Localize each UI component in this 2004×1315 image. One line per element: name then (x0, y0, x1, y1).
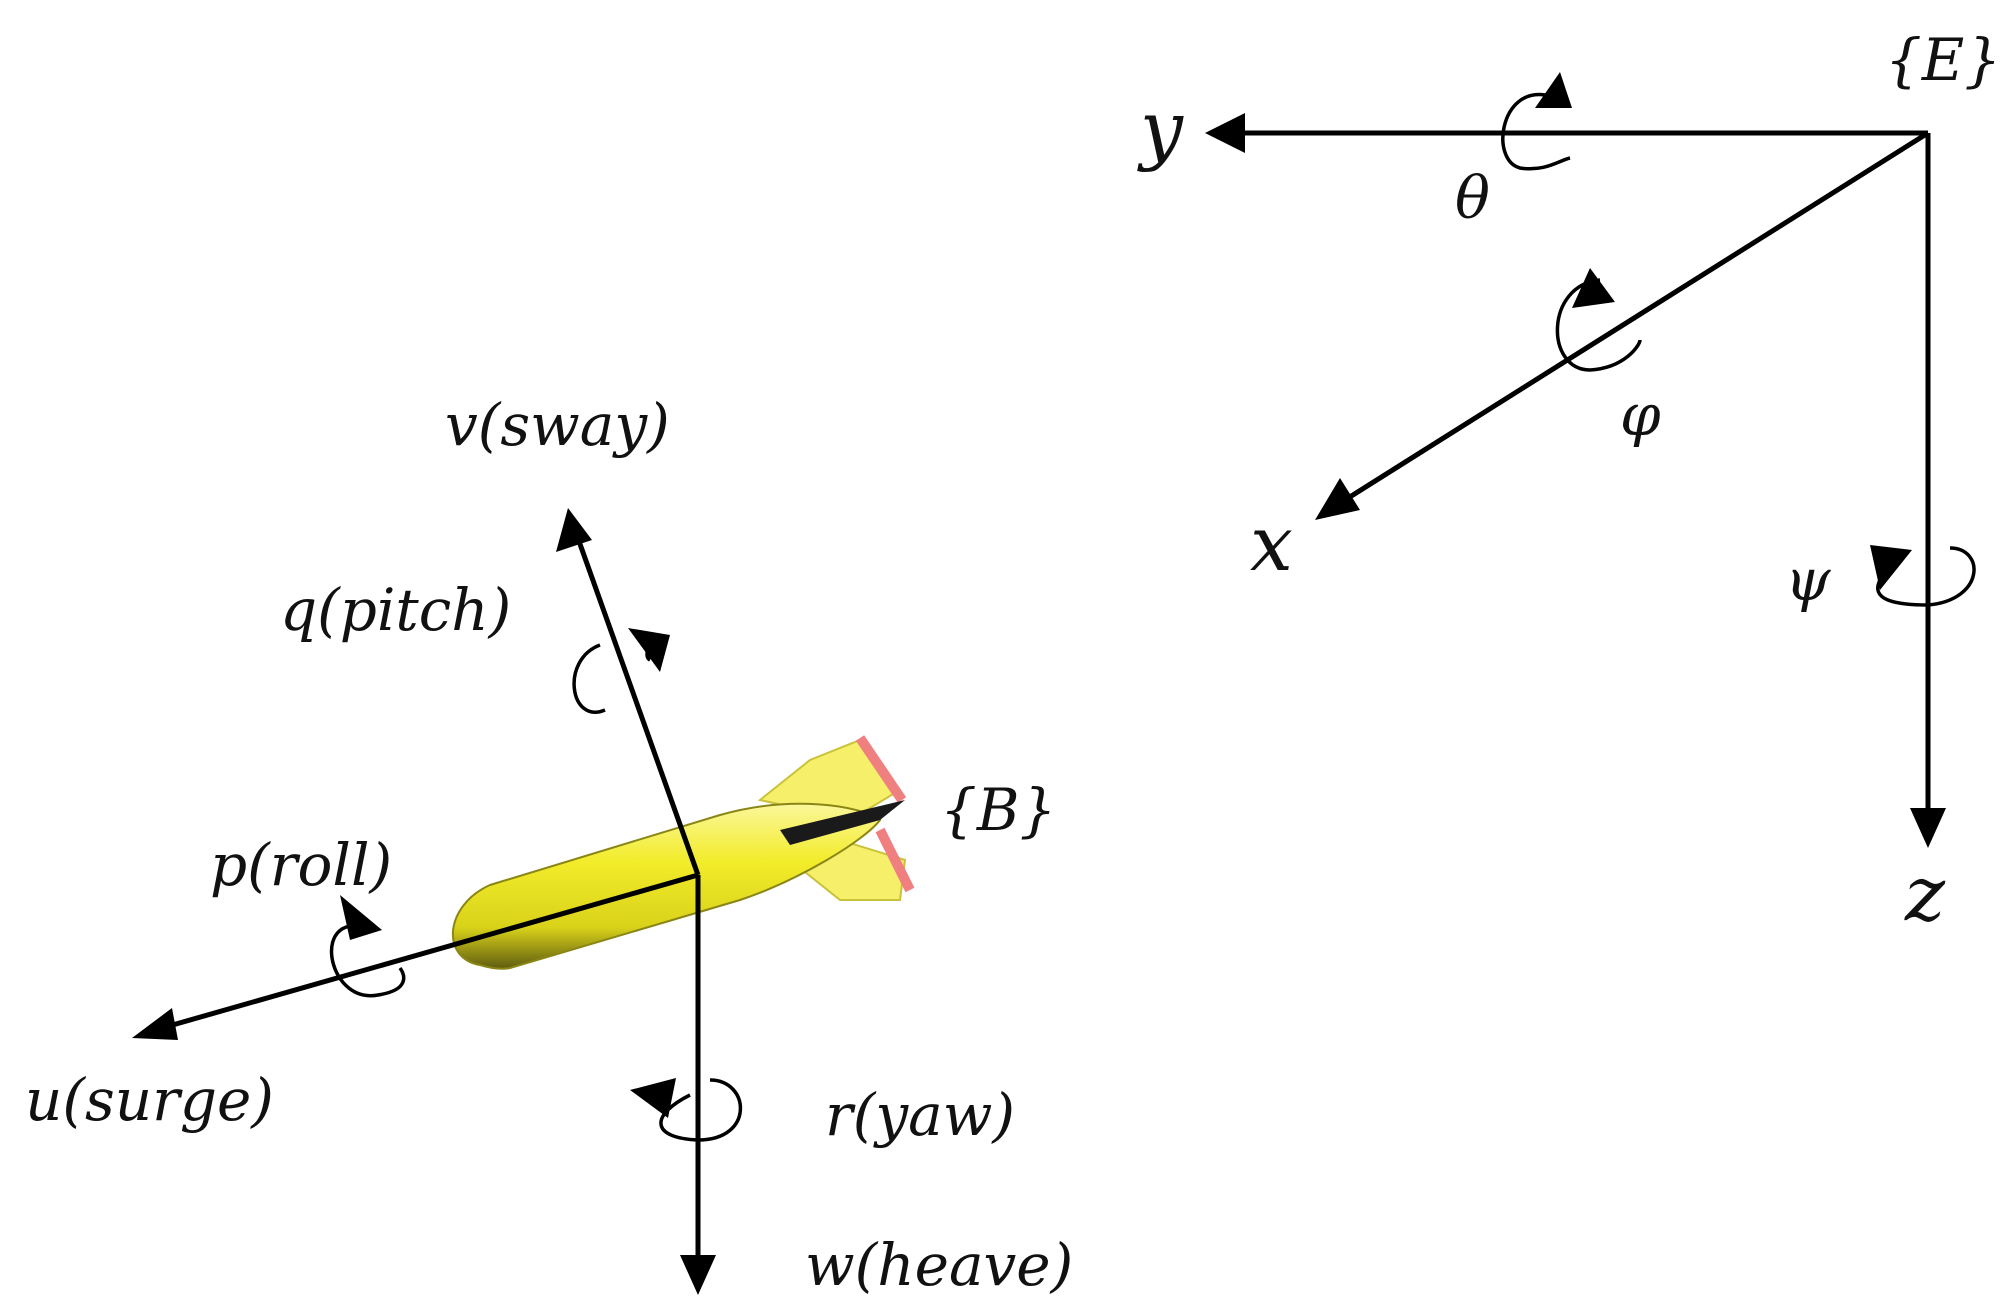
fin-edge-upper (855, 735, 907, 803)
phi-label: φ (1620, 381, 1661, 449)
earth-x-arrowhead (1315, 478, 1360, 520)
body-axes (132, 508, 743, 1295)
roll-rotation-arrowhead (340, 895, 382, 940)
yaw-rotation-arrowhead (630, 1078, 676, 1118)
surge-label: u(surge) (25, 1066, 274, 1134)
earth-x-label: x (1250, 499, 1293, 588)
sway-axis (572, 529, 701, 876)
vehicle-rudder (780, 800, 905, 845)
roll-label: p(roll) (210, 831, 392, 899)
fin-edge-lower (875, 827, 915, 893)
heave-arrowhead (680, 1255, 716, 1295)
sway-label: v(sway) (445, 391, 670, 459)
theta-label: θ (1455, 164, 1490, 232)
earth-z-label: z (1904, 849, 1946, 938)
psi-rotation-arrowhead (1870, 545, 1912, 590)
pitch-rotation-arrowhead (628, 628, 670, 672)
theta-rotation-arrowhead (1535, 72, 1572, 108)
phi-rotation-arrow (1555, 278, 1642, 372)
phi-rotation-arrowhead (1572, 268, 1615, 308)
yaw-label: r(yaw) (825, 1081, 1015, 1149)
body-frame-label: {B} (940, 776, 1056, 844)
earth-y-label: y (1137, 84, 1184, 173)
earth-y-arrowhead (1205, 113, 1245, 153)
theta-rotation-arrow (1501, 92, 1571, 171)
sway-arrowhead (556, 508, 592, 552)
body-labels: v(sway) q(pitch) p(roll) {B} u(surge) r(… (25, 391, 1073, 1299)
roll-rotation-arrow (329, 924, 406, 998)
surge-arrowhead (132, 1008, 178, 1040)
surge-axis (154, 872, 699, 1033)
earth-z-arrowhead (1910, 808, 1946, 848)
psi-label: ψ (1785, 546, 1831, 614)
yaw-rotation-arrow (659, 1078, 743, 1142)
pitch-label: q(pitch) (280, 576, 511, 644)
earth-frame-label: {E} (1885, 26, 2001, 94)
psi-rotation-arrow (1876, 546, 1976, 607)
heave-label: w(heave) (805, 1231, 1073, 1299)
earth-x-axis (1343, 130, 1930, 503)
earth-labels: {E} y θ φ x ψ z (1137, 26, 2001, 938)
vehicle (452, 735, 915, 970)
earth-axes (1205, 72, 1976, 848)
